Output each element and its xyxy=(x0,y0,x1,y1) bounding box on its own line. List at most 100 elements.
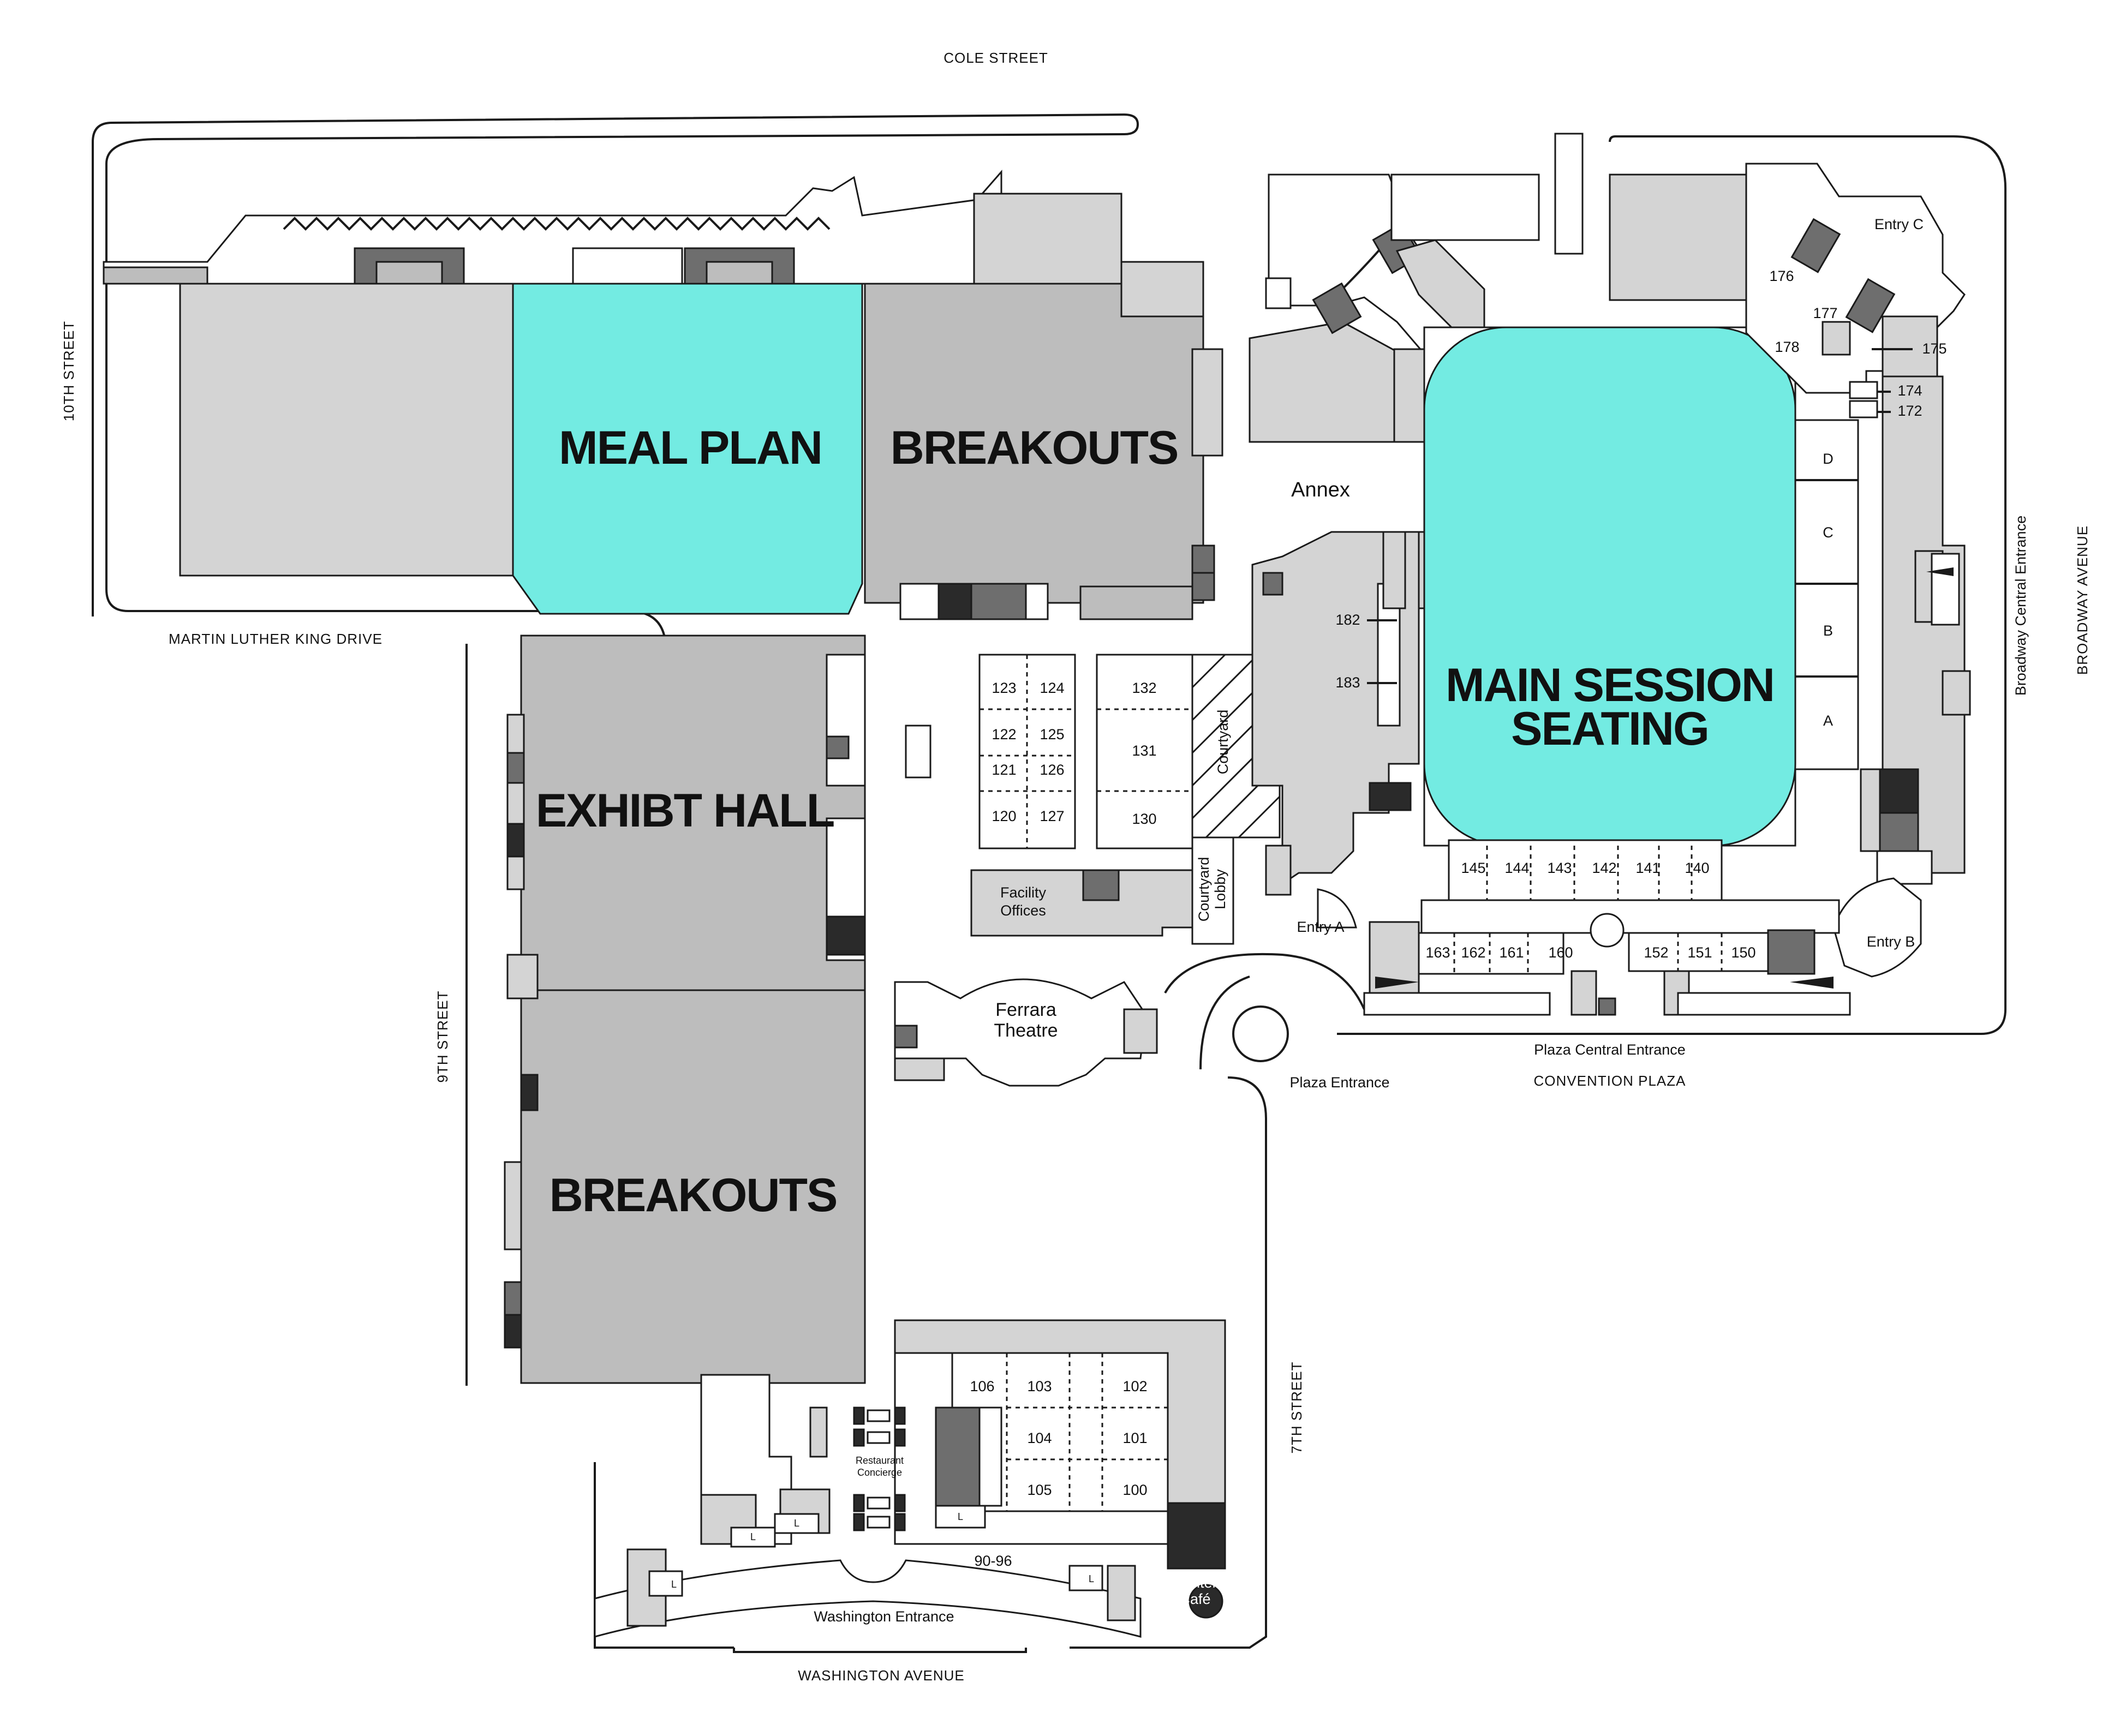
room-131: 131 xyxy=(1132,743,1156,759)
room-177: 177 xyxy=(1813,305,1837,321)
ferrara-light xyxy=(894,1057,945,1081)
room-141: 141 xyxy=(1635,860,1660,876)
sw-entry-lift xyxy=(648,1570,683,1597)
tenth-street-label: 10TH STREET xyxy=(61,321,77,421)
plaza-center-block xyxy=(1570,970,1597,1016)
room-163: 163 xyxy=(1425,944,1450,961)
annex-label: Annex xyxy=(1291,478,1350,501)
plaza-center-post xyxy=(1598,997,1616,1016)
room-c: C xyxy=(1823,524,1834,541)
south-dark xyxy=(935,1406,983,1507)
exhibit-west-dark-1 xyxy=(506,752,525,784)
east-wing-door-2 xyxy=(1931,553,1960,626)
courtyard-lobby-label-1: Courtyard xyxy=(1196,857,1212,922)
rooms-a-d-strip xyxy=(1791,419,1859,770)
rooms-130-132-dividers xyxy=(1097,708,1192,792)
exhibit-west-wall xyxy=(506,714,525,890)
courtyard-lobby-label-2: Lobby xyxy=(1212,869,1228,909)
room-120: 120 xyxy=(992,808,1016,824)
lift-4: L xyxy=(671,1579,677,1590)
main-session-label-1: MAIN SESSION xyxy=(1446,659,1774,711)
lift-2: L xyxy=(794,1518,799,1529)
plaza-row xyxy=(1420,899,1840,934)
restaurant-tables xyxy=(853,1406,906,1531)
facility-offices xyxy=(970,869,1193,937)
rooms-130-132-block xyxy=(1096,654,1193,849)
convention-plaza-label: CONVENTION PLAZA xyxy=(1534,1073,1686,1089)
courtyard-label: Courtyard xyxy=(1215,710,1231,775)
breakouts-north-stair-1 xyxy=(1191,544,1215,574)
rooms-90-96-label: 90-96 xyxy=(974,1553,1012,1569)
annex-dark-2 xyxy=(1312,282,1362,334)
plaza-drive xyxy=(1199,975,1250,1070)
room-103: 103 xyxy=(1027,1378,1052,1394)
exhibit-stairs-top xyxy=(826,654,866,787)
plaza-dark-east xyxy=(1767,929,1816,975)
north-east-block xyxy=(973,193,1122,285)
meal-service-dark-2 xyxy=(970,583,1027,620)
room-106: 106 xyxy=(970,1378,994,1394)
room-leader-lines xyxy=(1367,348,1913,684)
ne-room-172 xyxy=(1849,400,1878,418)
main-session-seating-zone[interactable] xyxy=(1423,326,1796,847)
sw-l-box-1 xyxy=(730,1527,776,1548)
room-b: B xyxy=(1823,622,1833,639)
entry-c-label: Entry C xyxy=(1874,216,1924,232)
room-130: 130 xyxy=(1132,811,1156,827)
ne-block-177 xyxy=(1822,321,1851,356)
courtyard-lobby xyxy=(1191,836,1234,945)
broadway-avenue-label: BROADWAY AVENUE xyxy=(2074,525,2091,675)
center-cafe-label-1: Center xyxy=(1173,1575,1217,1591)
main-session-label-2: SEATING xyxy=(1511,703,1709,755)
exhibit-hall-zone[interactable] xyxy=(520,634,866,991)
room-160: 160 xyxy=(1548,944,1573,961)
center-cafe xyxy=(1167,1502,1226,1570)
room-104: 104 xyxy=(1027,1430,1052,1446)
rooms-140-145-strip xyxy=(1448,839,1723,901)
exhibit-hall-label: EXHIBT HALL xyxy=(536,785,834,837)
north-east-annex-box xyxy=(1120,261,1204,318)
exhibit-stairs-black xyxy=(826,915,866,956)
room-123: 123 xyxy=(992,680,1016,696)
north-room-west xyxy=(103,266,208,285)
ne-block xyxy=(1609,173,1747,301)
south-l-box xyxy=(935,1505,986,1529)
room-numbers: 123 124 122 125 121 126 120 127 132 131 … xyxy=(671,268,1947,1590)
plaza-center-circle xyxy=(1590,913,1625,948)
breakouts-south-zone[interactable] xyxy=(520,989,866,1384)
room-183: 183 xyxy=(1335,674,1360,691)
restaurant-concierge-label-2: Concierge xyxy=(857,1467,902,1478)
room-161: 161 xyxy=(1499,944,1524,961)
room-178: 178 xyxy=(1775,339,1799,355)
room-100: 100 xyxy=(1122,1482,1147,1498)
east-wing-dark-1 xyxy=(1879,768,1919,814)
meal-plan-zone[interactable] xyxy=(512,283,863,615)
south-west-wall-4 xyxy=(504,1281,522,1316)
room-125: 125 xyxy=(1040,726,1064,743)
entry-a-curve xyxy=(1317,888,1357,929)
exhibit-stairs-dark xyxy=(826,735,850,759)
broadway-arrow xyxy=(1926,567,1954,576)
room-d: D xyxy=(1823,451,1834,467)
entry-b-curve xyxy=(1832,877,1922,978)
north-box-1-inner xyxy=(375,261,443,285)
meal-service-dark-1 xyxy=(937,583,972,620)
center-stair xyxy=(905,725,931,779)
plaza-circle xyxy=(1232,1005,1289,1062)
entry-a-stair xyxy=(1265,845,1292,896)
rooms-100-106-dividers xyxy=(1006,1353,1168,1511)
south-west-wall-1 xyxy=(506,954,539,999)
ne-dark-2 xyxy=(1845,278,1896,333)
room-142: 142 xyxy=(1592,860,1616,876)
room-124: 124 xyxy=(1040,680,1064,696)
breakouts-south-label: BREAKOUTS xyxy=(550,1169,837,1222)
plaza-arrow-east xyxy=(1790,977,1834,989)
ferrara-east xyxy=(1123,1008,1158,1054)
south-site-outline xyxy=(594,1076,1267,1653)
room-127: 127 xyxy=(1040,808,1064,824)
center-cafe-round xyxy=(1189,1584,1223,1619)
north-box-2-inner xyxy=(706,261,773,285)
mlk-drive-label: MARTIN LUTHER KING DRIVE xyxy=(169,631,383,647)
room-143: 143 xyxy=(1547,860,1572,876)
